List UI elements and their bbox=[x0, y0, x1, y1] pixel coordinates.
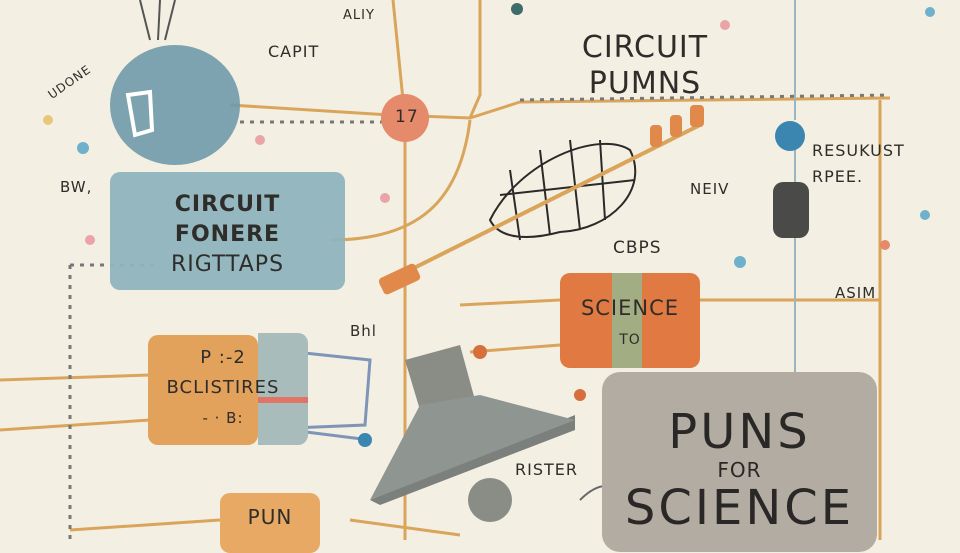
science-text: SCIENCE TO bbox=[560, 292, 700, 356]
text-line: FOR bbox=[717, 458, 762, 482]
wire-mesh-bulb bbox=[378, 105, 704, 295]
text-line: - · B: bbox=[202, 409, 244, 427]
text-line: RPEE. bbox=[812, 167, 864, 186]
circuit-fonere-text: CIRCUIT FONERE RIGTTAPS bbox=[110, 190, 345, 280]
circuit-pumns-title: CIRCUIT PUMNS bbox=[560, 30, 730, 102]
text-line: CIRCUIT bbox=[581, 30, 709, 65]
text-line: PUNS bbox=[668, 404, 811, 460]
node-number: 17 bbox=[395, 107, 419, 127]
lamp-shade bbox=[370, 345, 575, 522]
text-line: RIGTTAPS bbox=[170, 252, 285, 277]
bclistires-text: P :-2 BCLISTIRES - · B: bbox=[148, 343, 298, 433]
text-line: RESUKUST bbox=[812, 141, 905, 160]
pun-text: PUN bbox=[247, 505, 293, 529]
text-line: PUMNS bbox=[588, 66, 702, 101]
label-capit: CAPIT bbox=[268, 42, 320, 61]
label-neiv: NEIV bbox=[690, 180, 730, 198]
text-line: FONERE bbox=[174, 222, 281, 247]
label-rister: RISTER bbox=[515, 460, 578, 479]
text-line: SCIENCE bbox=[624, 480, 855, 536]
label-bhl: Bhl bbox=[350, 322, 377, 340]
text-line: BCLISTIRES bbox=[166, 377, 280, 398]
puns-for-science-text: PUNS FOR SCIENCE bbox=[602, 405, 877, 535]
puns-for-science-card bbox=[602, 372, 877, 552]
circuit-fonere-card bbox=[110, 172, 345, 290]
bclistires-card bbox=[148, 335, 258, 445]
text-line: P :-2 bbox=[200, 347, 246, 368]
text-line: SCIENCE bbox=[580, 296, 680, 320]
watercolor-bulb bbox=[110, 0, 240, 165]
label-asim: ASIM bbox=[835, 284, 877, 302]
paint-dots bbox=[43, 3, 935, 447]
text-line: CIRCUIT bbox=[174, 192, 281, 217]
red-stripe bbox=[258, 397, 308, 403]
bclistires-card-side bbox=[258, 333, 308, 445]
label-resukust: RESUKUST RPEE. bbox=[812, 138, 905, 190]
label-bw: BW, bbox=[60, 178, 93, 196]
label-cbps: CBPS bbox=[613, 238, 662, 258]
label-aliy: ALIY bbox=[343, 8, 375, 23]
science-card-mid bbox=[612, 273, 642, 368]
circuit-wires bbox=[0, 0, 935, 540]
text-line: TO bbox=[619, 332, 641, 348]
